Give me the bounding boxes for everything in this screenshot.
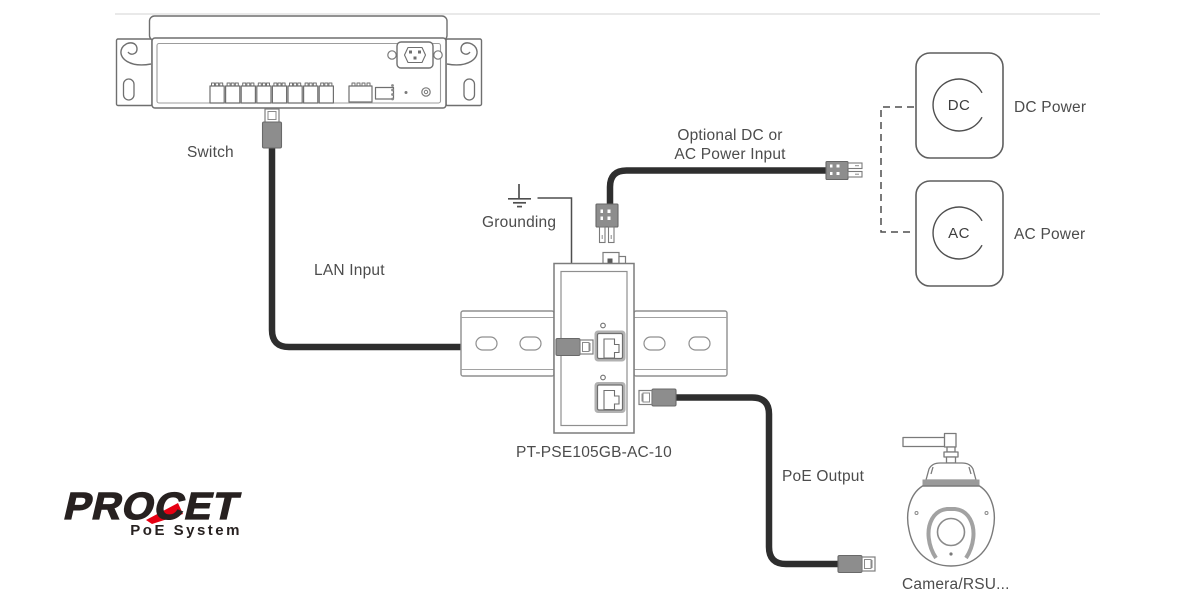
switch-label: Switch [187,144,234,161]
poe-output-label: PoE Output [782,468,865,485]
dc-power-box [915,52,1004,159]
switch-port [240,82,256,104]
power-input-label-line1: Optional DC or [677,127,783,144]
rail-slot [519,336,542,351]
dc-circle-icon [932,78,983,132]
switch-port [287,82,303,104]
panel-screw-center [423,89,429,95]
din-rail [460,310,728,377]
poe-output-cable [672,394,843,568]
camera-band [922,479,980,486]
power-input-label-line2: AC Power Input [674,145,786,163]
led-column [391,84,394,101]
ac-circle-icon [932,206,983,260]
switch-port [209,82,225,104]
ac-badge: AC [948,225,970,242]
power-terminal-step [618,255,627,265]
switch-illustration [115,15,483,109]
switch-port [303,82,319,104]
port-led [600,322,606,329]
power-input-cable [606,167,830,209]
switch-uplink-port [348,82,373,103]
switch-port [271,82,288,104]
power-terminal-contact [607,258,613,264]
bracket-hook-left [120,42,152,66]
panel-screw-icon [421,87,431,97]
grounding-wire [537,197,573,263]
rj45-plug-to-switch [261,108,283,149]
camera-label: Camera/RSU... [902,576,1010,593]
power-option-dashed-link [880,106,914,233]
rj45-plug-lan [555,337,594,357]
grounding-symbol-icon [508,184,531,208]
bracket-slot-left [122,78,135,101]
lan-port [594,330,626,362]
power-input-label: Optional DC or AC Power Input [640,127,820,165]
dc-power-label: DC Power [1014,99,1087,116]
lan-input-cable [268,142,560,351]
rail-slot [475,336,498,351]
bracket-slot-right [463,78,476,101]
reset-dot [404,91,408,94]
switch-port [256,82,272,104]
grounding-label: Grounding [482,214,557,231]
logo-accent-swoosh [146,503,183,524]
logo-tagline: PoE System [130,522,242,539]
camera-lens-arch [926,507,976,560]
sfp-slot [374,86,395,100]
ac-power-label: AC Power [1014,226,1086,243]
camera-illustration [902,432,996,567]
rail-slot [643,336,666,351]
rj45-plug-poe-out [638,388,677,407]
power-plug-right-icon [825,160,863,181]
port-led [600,374,606,381]
switch-top-lid [148,15,448,42]
power-plug-down-icon [595,203,619,244]
rail-slot [688,336,711,351]
ac-inlet-icon [387,41,443,69]
bracket-hook-right [446,42,478,66]
lan-input-label: LAN Input [314,262,385,279]
camera-lens [936,517,966,547]
ac-power-box [915,180,1004,287]
switch-port [318,82,335,104]
poe-port [594,382,626,413]
device-model-label: PT-PSE105GB-AC-10 [516,444,672,461]
switch-port [225,82,241,104]
dc-badge: DC [947,97,971,114]
rj45-plug-camera-end [837,554,876,574]
